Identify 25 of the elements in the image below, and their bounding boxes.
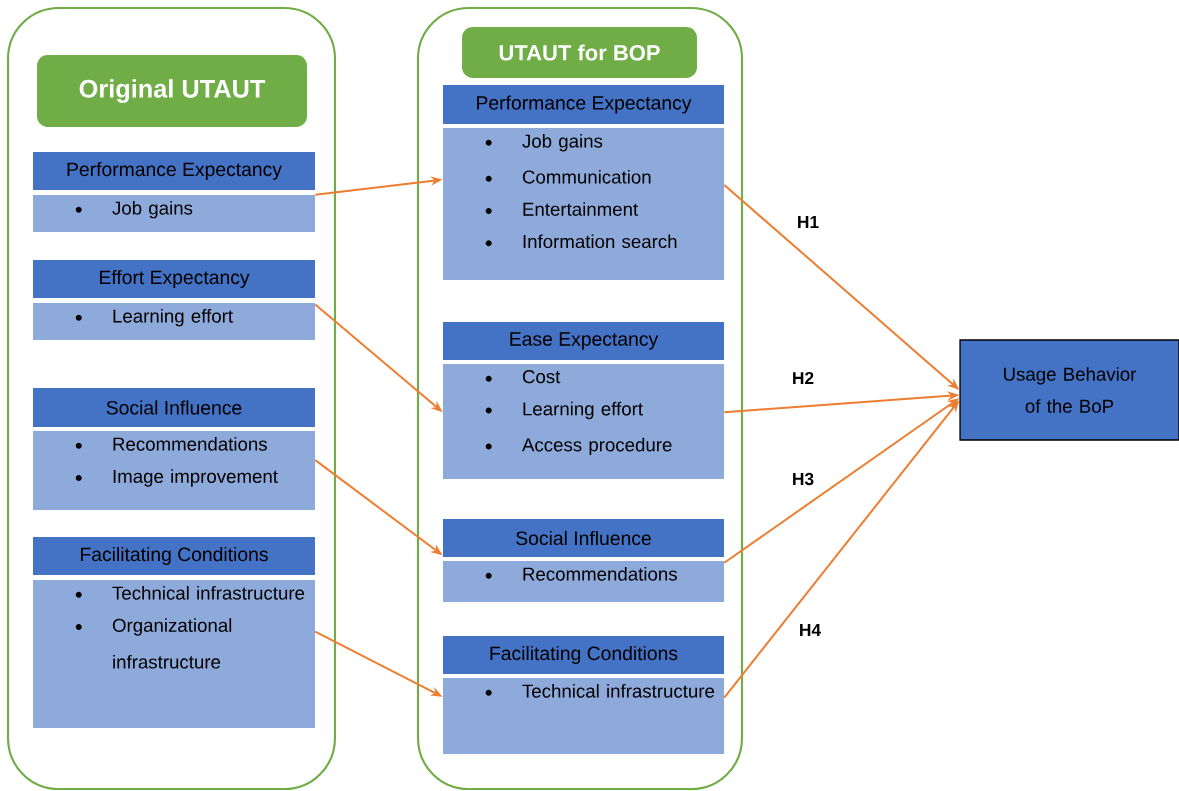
bullet-list-box: Job gains Communication Entertainment Information search (442, 128, 725, 280)
construct-header: Performance Expectancy (442, 85, 725, 124)
bullet-list-box: Learning effort (33, 302, 315, 341)
construct-header: Effort Expectancy (33, 260, 315, 298)
panel-outline (6, 6, 337, 791)
edge-label: H1 (798, 216, 819, 228)
title-box: Original UTAUT (37, 55, 307, 127)
title-box: UTAUT for BOP (462, 27, 697, 78)
construct-header: Facilitating Conditions (442, 636, 725, 674)
construct-header: Social Influence (33, 388, 315, 427)
bullet-list-box: Technical infrastructure Organizational infrastructure (33, 580, 315, 728)
bullet-list-box: Job gains (33, 194, 315, 233)
edge-label: H2 (793, 371, 814, 385)
construct-header: Performance Expectancy (33, 152, 315, 190)
outcome-box: Usage Behavior of the BoP (959, 339, 1179, 441)
bullet-list-box: Recommendations Image improvement (33, 431, 315, 510)
construct-header: Ease Expectancy (442, 322, 725, 360)
construct-header: Facilitating Conditions (33, 537, 315, 575)
edge-label: H3 (793, 472, 814, 486)
bullet-list-box: Technical infrastructure (442, 678, 725, 754)
bullet-list-box: Recommendations (442, 560, 725, 603)
edge-label: H4 (800, 624, 821, 636)
panel-outline (416, 6, 744, 791)
construct-header: Social Influence (442, 519, 725, 557)
bullet-list-box: Cost Learning effort Access procedure (442, 364, 725, 479)
